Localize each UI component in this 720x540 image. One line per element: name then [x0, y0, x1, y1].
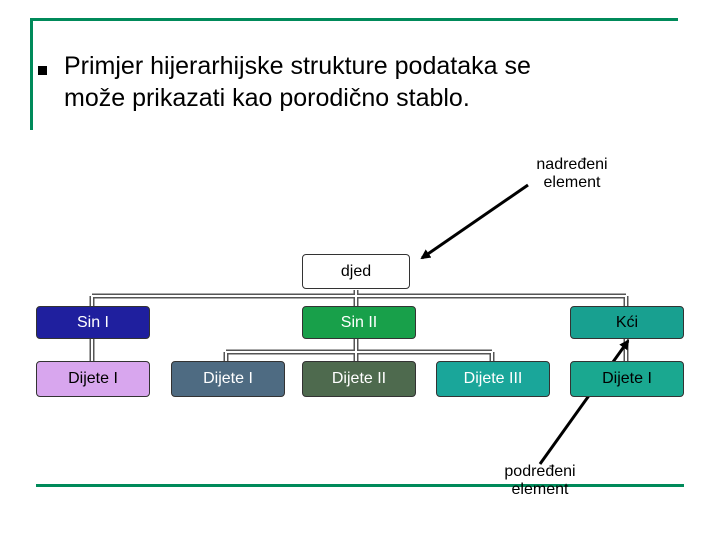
bullet-text-line-1: Primjer hijerarhijske strukture podataka…	[64, 52, 531, 80]
frame-left-line	[30, 18, 33, 130]
tree-node-sin-i: Sin I	[36, 306, 150, 339]
connector-root-level1	[89, 290, 629, 306]
tree-node-label: Kći	[615, 313, 639, 331]
tree-node-label: Sin II	[340, 313, 378, 331]
bullet-text: Primjer hijerarhijske strukture podataka…	[64, 50, 684, 114]
parent-element-label: nadređeni element	[510, 156, 634, 192]
parent-label-line-2: element	[543, 174, 601, 191]
bullet-text-line-2: može prikazati kao porodično stablo.	[64, 84, 470, 112]
arrow-to-kci	[538, 339, 630, 465]
tree-node-sin-ii: Sin II	[302, 306, 416, 339]
tree-node-label: Dijete I	[602, 370, 652, 387]
tree-node-kci: Kći	[570, 306, 684, 339]
tree-node-label: Dijete II	[331, 370, 387, 387]
frame-top-line	[30, 18, 678, 21]
child-label-line-2: element	[511, 481, 569, 498]
bullet-square-icon	[38, 66, 47, 75]
tree-node-dijete-ii: Dijete II	[302, 361, 416, 397]
tree-node-label: Dijete I	[203, 370, 253, 387]
tree-node-dijete-iii: Dijete III	[436, 361, 550, 397]
tree-node-dijete-i-2: Dijete I	[171, 361, 285, 397]
connector-sin2-children	[223, 338, 495, 361]
frame-bottom-line	[36, 484, 684, 487]
parent-label-line-1: nadređeni	[536, 156, 608, 173]
tree-node-dijete-i-1: Dijete I	[36, 361, 150, 397]
tree-node-label: Sin I	[76, 313, 109, 331]
tree-node-dijete-i-3: Dijete I	[570, 361, 684, 397]
child-label-line-1: podređeni	[504, 463, 576, 480]
tree-node-label: Dijete I	[68, 370, 118, 387]
tree-node-root-label: djed	[340, 262, 372, 280]
tree-node-label: Dijete III	[463, 370, 523, 387]
arrow-to-root	[420, 183, 529, 260]
tree-node-root: djed	[302, 254, 410, 289]
child-element-label: podređeni element	[478, 463, 602, 499]
